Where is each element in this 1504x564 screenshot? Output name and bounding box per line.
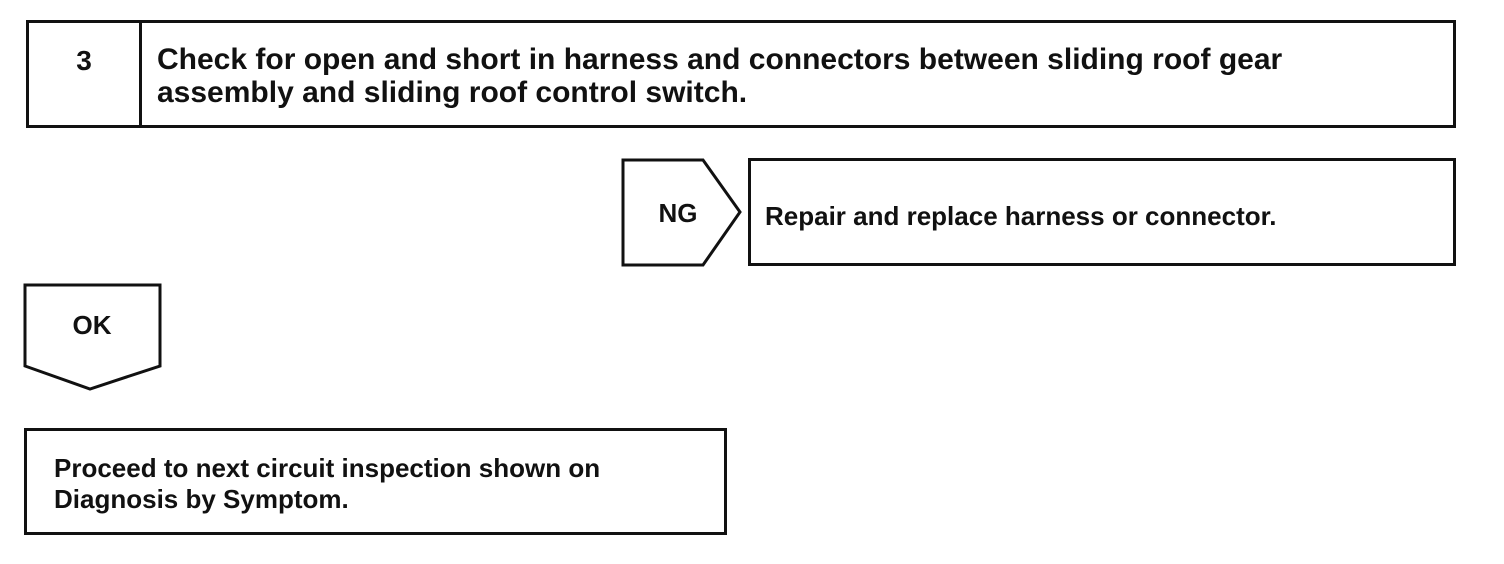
step-number: 3 [29,23,142,125]
ng-result-text: Repair and replace harness or connector. [765,201,1277,231]
next-step-text: Proceed to next circuit inspection shown… [54,453,601,514]
ok-label: OK [72,310,112,340]
next-step-box: Proceed to next circuit inspection shown… [24,428,727,535]
ng-result-box: Repair and replace harness or connector. [748,158,1456,266]
step-box: 3 Check for open and short in harness an… [26,20,1456,128]
ng-label: NG [658,198,698,228]
step-title: Check for open and short in harness and … [157,43,1283,109]
